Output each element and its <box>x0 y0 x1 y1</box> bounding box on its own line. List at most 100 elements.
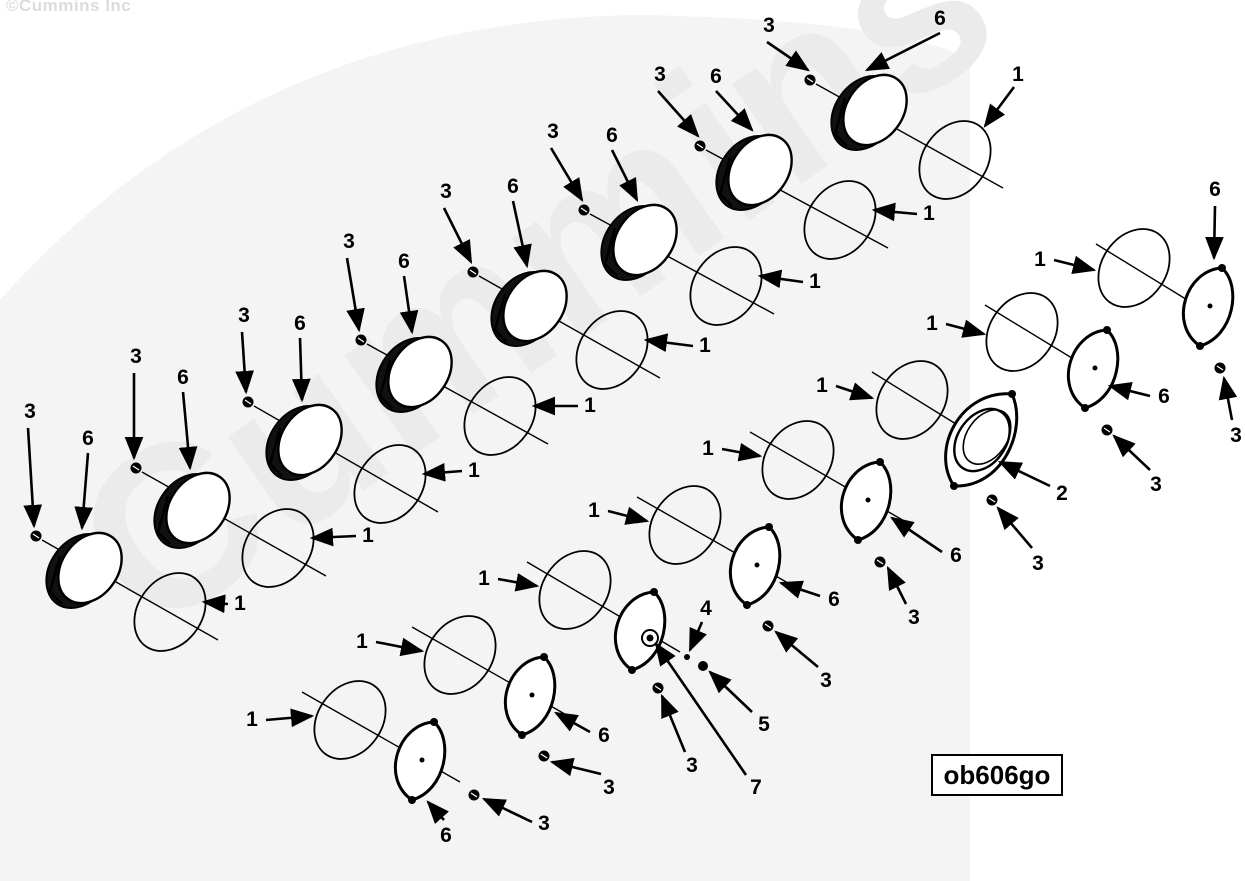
callout-1: 1 <box>1012 63 1024 86</box>
o-ring <box>689 246 763 326</box>
cup-plug <box>830 73 908 152</box>
capscrew-slot <box>132 465 140 471</box>
cover-plate-ear <box>430 718 438 726</box>
cover-plate-ear <box>540 653 548 661</box>
callout-5: 5 <box>758 713 770 736</box>
leader-arrow <box>399 275 419 335</box>
leader-arrow <box>549 147 584 203</box>
part-4 <box>684 654 690 660</box>
callout-3: 3 <box>820 669 832 692</box>
o-ring <box>353 444 427 524</box>
leader-arrow <box>757 269 804 289</box>
leader-arrow <box>1218 375 1238 421</box>
cup-plug-face <box>387 335 453 409</box>
callout-3: 3 <box>1150 473 1162 496</box>
callout-1: 1 <box>588 499 600 522</box>
o-ring <box>918 120 992 200</box>
callout-6: 6 <box>828 588 840 611</box>
o-ring <box>648 485 722 565</box>
cup-plug <box>45 531 123 610</box>
part-5 <box>698 661 708 671</box>
cover-plate-center <box>865 497 871 503</box>
cover-plate-center <box>754 562 760 568</box>
leader-arrow <box>345 257 365 333</box>
capscrew-slot <box>988 497 996 503</box>
leader-arrow <box>871 202 918 222</box>
leader-arrow <box>654 642 748 776</box>
cup-plug-face <box>502 269 568 343</box>
leader-arrow <box>265 708 315 728</box>
callout-3: 3 <box>603 776 615 799</box>
callout-7: 7 <box>750 776 762 799</box>
leader-arrow <box>178 391 198 471</box>
capscrew-slot <box>696 143 704 149</box>
o-ring <box>875 360 949 440</box>
cup-plug-edge <box>156 495 171 545</box>
cover-plate-center <box>1092 365 1098 371</box>
cup-plug-face <box>277 403 343 477</box>
leader-arrow <box>835 382 875 401</box>
cover-plate-ear <box>650 588 658 596</box>
callout-6: 6 <box>82 427 94 450</box>
cup-plug-face <box>612 203 678 277</box>
sample-fitting-core <box>646 634 654 642</box>
o-ring <box>761 420 835 500</box>
leader-arrow <box>778 580 821 599</box>
cover-plate-outline <box>613 590 667 672</box>
callout-6: 6 <box>507 175 519 198</box>
callout-6: 6 <box>440 824 452 847</box>
callout-6: 6 <box>1158 385 1170 408</box>
callout-1: 1 <box>926 312 938 335</box>
capscrew-slot <box>244 399 252 405</box>
capscrew-slot <box>764 623 772 629</box>
leader-arrow <box>996 506 1033 549</box>
housing-ear <box>1008 390 1016 398</box>
callout-1: 1 <box>809 270 821 293</box>
cup-plug-face <box>165 471 231 545</box>
leader-arrow <box>481 797 533 824</box>
cup-plug-face <box>57 531 123 605</box>
callout-3: 3 <box>908 606 920 629</box>
callout-6: 6 <box>294 312 306 335</box>
capscrew-slot <box>540 753 548 759</box>
cover-plate-ear <box>408 796 416 804</box>
cup-plug-face <box>727 133 793 207</box>
callout-1: 1 <box>816 374 828 397</box>
callout-1: 1 <box>362 524 374 547</box>
cover-plate <box>1181 264 1235 350</box>
callout-1: 1 <box>923 202 935 225</box>
cover-plate-ear <box>1081 404 1089 412</box>
callout-1: 1 <box>356 630 368 653</box>
callout-1: 1 <box>234 592 246 615</box>
o-ring <box>463 376 537 456</box>
callout-1: 1 <box>468 459 480 482</box>
leader-arrow <box>375 637 425 657</box>
o-ring <box>423 615 497 695</box>
leader-arrow <box>426 800 449 824</box>
callout-6: 6 <box>934 7 946 30</box>
callout-3: 3 <box>763 14 775 37</box>
leader-arrow <box>421 463 463 482</box>
leader-arrow <box>1053 255 1097 274</box>
callout-6: 6 <box>398 250 410 273</box>
leader-arrow <box>983 86 1016 128</box>
cup-plug <box>375 335 453 414</box>
callout-3: 3 <box>654 63 666 86</box>
callout-3: 3 <box>238 304 250 327</box>
callout-3: 3 <box>538 812 550 835</box>
capscrew-slot <box>806 77 814 83</box>
callout-1: 1 <box>699 334 711 357</box>
housing-bore-inner <box>962 409 1012 465</box>
cover-plate <box>503 653 557 739</box>
leader-arrow <box>1107 382 1151 401</box>
callout-3: 3 <box>547 120 559 143</box>
cover-plate-ear <box>628 666 636 674</box>
leader-arrow <box>721 442 763 462</box>
callout-1: 1 <box>478 567 490 590</box>
cover-plate <box>393 718 447 804</box>
capscrew-slot <box>357 337 365 343</box>
cover-plate <box>1066 326 1120 412</box>
cup-plug <box>265 403 343 482</box>
